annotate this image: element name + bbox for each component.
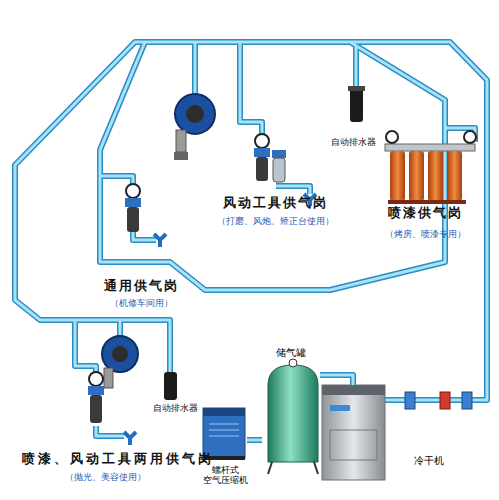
node-subtitle: （机修车间用） bbox=[86, 298, 196, 308]
station-node: 喷漆供气岗 （烤房、喷漆专用） bbox=[375, 206, 475, 246]
part-label: 自动排水器 bbox=[318, 137, 388, 147]
station-node: 储气罐 bbox=[262, 347, 320, 475]
node-title: 通用供气岗 bbox=[86, 279, 196, 294]
station-node: 螺杆式 空气压缩机 bbox=[203, 405, 247, 490]
station-node: 风动工具供气岗 （打磨、风炮、矫正台使用） bbox=[198, 196, 352, 232]
node-subtitle: （抛光、美容使用） bbox=[50, 472, 160, 482]
part-label: 自动排水器 bbox=[140, 403, 210, 413]
node-title: 储气罐 bbox=[262, 347, 320, 359]
node-title: 喷漆、风动工具两用供气岗 bbox=[0, 452, 236, 467]
station-node: 喷漆、风动工具两用供气岗 （抛光、美容使用） bbox=[0, 452, 236, 488]
node-title: 喷漆供气岗 bbox=[375, 206, 475, 221]
pipe-connector bbox=[247, 440, 262, 441]
station-node: 冷干机 bbox=[322, 385, 385, 480]
station-node: 通用供气岗 （机修车间用） bbox=[86, 279, 196, 313]
node-subtitle: （打磨、风炮、矫正台使用） bbox=[198, 216, 352, 226]
node-title: 冷干机 bbox=[404, 455, 454, 467]
node-title: 风动工具供气岗 bbox=[198, 196, 352, 211]
node-title: 螺杆式 空气压缩机 bbox=[197, 465, 253, 486]
node-subtitle: （烤房、喷漆专用） bbox=[375, 229, 475, 239]
pipe-connector bbox=[320, 375, 353, 385]
